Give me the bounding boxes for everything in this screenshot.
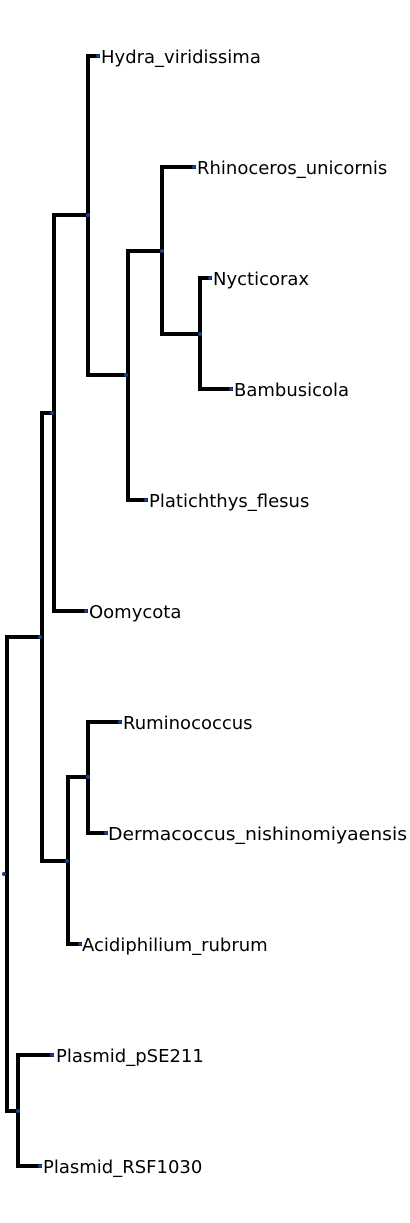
leaf-label-acidi: Acidiphilium_rubrum: [82, 935, 268, 956]
branch-plasmid-clade: [16, 1053, 54, 1168]
node-bacteria: [65, 859, 69, 863]
leaf-label-hydra: Hydra_viridissima: [101, 47, 261, 68]
leaf-dot-acidi: [78, 942, 82, 946]
tree-labels: Hydra_viridissima Rhinoceros_unicornis N…: [43, 47, 407, 1178]
leaf-label-nycti: Nycticorax: [213, 269, 309, 290]
branch-rhino-clade: [160, 165, 202, 336]
leaf-label-oomy: Oomycota: [89, 602, 181, 623]
leaf-dot-oomy: [84, 609, 88, 613]
leaf-dot-rsf: [38, 1164, 42, 1168]
leaf-dot-derma: [104, 831, 108, 835]
branch-vertebrate-clade: [126, 249, 164, 502]
leaf-dot-hydra: [96, 54, 100, 58]
node-root: [2, 872, 6, 876]
leaf-label-rhino: Rhinoceros_unicornis: [197, 158, 387, 179]
leaf-label-rumi: Ruminococcus: [123, 713, 253, 734]
leaf-label-plati: Platichthys_flesus: [149, 491, 309, 512]
leaf-dot-rumi: [118, 720, 122, 724]
leaf-label-derma: Dermacoccus_nishinomiyaensis: [108, 824, 407, 845]
node-rhino: [160, 249, 164, 253]
leaf-label-rsf: Plasmid_RSF1030: [43, 1157, 202, 1178]
node-eukaryote: [50, 411, 54, 415]
node-bird: [198, 332, 202, 336]
leaf-dot-plati: [144, 498, 148, 502]
branch-bacteria-clade: [66, 775, 90, 946]
leaf-dot-pse: [50, 1053, 54, 1057]
leaf-label-pse: Plasmid_pSE211: [56, 1046, 204, 1067]
node-vertebrate: [124, 373, 128, 377]
leaf-dot-nycti: [208, 276, 212, 280]
tree-nodes: [2, 54, 233, 1168]
node-upper: [38, 635, 42, 639]
node-actino: [86, 775, 90, 779]
leaf-label-bambu: Bambusicola: [234, 380, 349, 401]
branch-eukaryote-clade: [52, 213, 90, 613]
branch-bird-clade: [198, 276, 233, 391]
leaf-dot-rhino: [192, 165, 196, 169]
node-plasmid: [16, 1109, 20, 1113]
branch-actino-clade: [86, 720, 122, 835]
node-hydra: [86, 213, 90, 217]
branch-root: [5, 635, 42, 1113]
branch-hydra-clade: [86, 54, 128, 377]
leaf-dot-bambu: [229, 387, 233, 391]
